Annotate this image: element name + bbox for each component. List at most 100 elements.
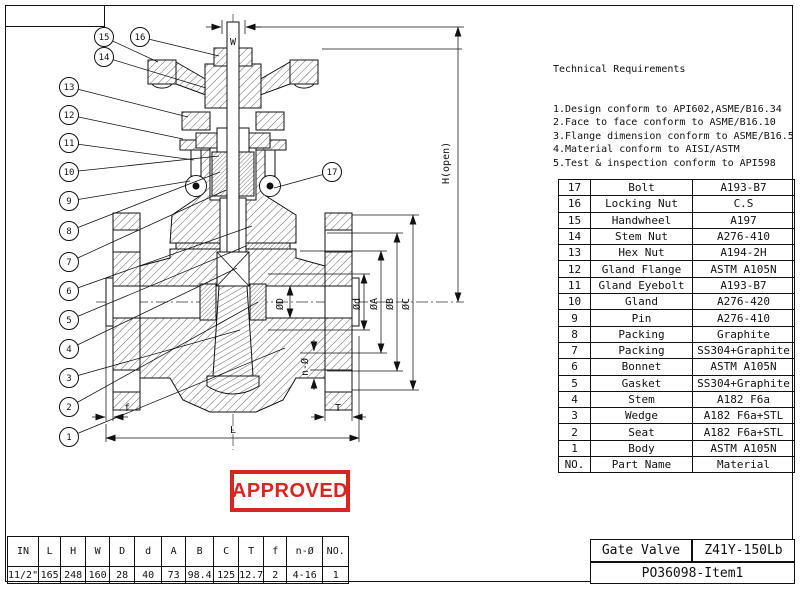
callout-balloon-10 xyxy=(59,162,79,182)
callout-number-1: 1 xyxy=(66,433,71,443)
callout-number-6: 6 xyxy=(66,287,71,297)
callout-leader-4 xyxy=(68,267,238,350)
callout-balloon-8 xyxy=(59,221,79,241)
part-name: Gasket xyxy=(590,374,693,392)
dimensions-header-cell: L xyxy=(38,536,62,567)
dim-label-w: W xyxy=(230,37,237,48)
callout-leader-9 xyxy=(68,180,191,202)
title-block-product: Gate Valve xyxy=(590,539,692,562)
dimensions-value-cell: 160 xyxy=(85,566,111,584)
part-name: Stem xyxy=(590,390,693,409)
dimensions-value-cell: 11/2" xyxy=(6,566,40,584)
callout-number-16: 16 xyxy=(135,33,146,43)
title-block: Gate Valve Z41Y-150Lb PO36098-Item1 xyxy=(590,539,795,584)
part-name: Pin xyxy=(590,309,693,327)
callout-number-4: 4 xyxy=(66,345,71,355)
dimensions-header-cell: T xyxy=(238,536,265,567)
callout-number-8: 8 xyxy=(66,227,71,237)
technical-requirement-item: 5.Test & inspection conform to API598 xyxy=(553,157,776,169)
dimensions-value-cell: 12.7 xyxy=(238,566,265,584)
callout-balloon-2 xyxy=(59,397,79,417)
callout-number-10: 10 xyxy=(64,168,75,178)
dim-label-h-open: H(open) xyxy=(441,142,452,184)
dimensions-header-cell: f xyxy=(263,536,288,567)
part-no: 1 xyxy=(558,439,591,458)
callout-balloon-17 xyxy=(322,162,342,182)
callout-balloon-15 xyxy=(94,27,114,47)
callout-balloon-6 xyxy=(59,281,79,301)
callout-balloon-12 xyxy=(59,105,79,125)
part-material: A182 F6a+STL xyxy=(692,423,795,441)
callout-number-15: 15 xyxy=(99,33,110,43)
dimensions-header-cell: IN xyxy=(6,536,40,567)
callout-balloon-11 xyxy=(59,133,79,153)
part-material: A276-420 xyxy=(692,293,795,311)
part-no: 17 xyxy=(558,178,591,197)
dimensions-value-cell: 1 xyxy=(322,566,350,584)
dimension-lines xyxy=(92,20,464,442)
dimensions-header-cell: W xyxy=(85,536,111,567)
dim-label-dia-d-bore: ØD xyxy=(274,298,286,310)
part-material: A194-2H xyxy=(692,244,795,262)
callout-number-5: 5 xyxy=(66,316,71,326)
callout-number-2: 2 xyxy=(66,403,71,413)
valve-body xyxy=(105,212,360,413)
dimensions-value-cell: 165 xyxy=(38,566,62,584)
part-name: Gland xyxy=(590,293,693,311)
part-no: 12 xyxy=(558,260,591,278)
callout-number-14: 14 xyxy=(99,53,110,63)
part-name: Gland Flange xyxy=(590,260,693,278)
part-name: Stem Nut xyxy=(590,227,693,246)
callout-leader-13 xyxy=(68,86,189,118)
title-block-drawing-number: PO36098-Item1 xyxy=(590,562,795,584)
part-material: ASTM A105N xyxy=(692,439,795,458)
technical-requirement-item: 4.Material conform to AISI/ASTM xyxy=(553,144,740,156)
part-name: Seat xyxy=(590,423,693,441)
callout-number-3: 3 xyxy=(66,374,71,384)
part-material: SS304+Graphite xyxy=(692,374,795,392)
technical-requirement-item: 3.Flange dimension conform to ASME/B16.5 xyxy=(553,130,794,142)
part-no: 5 xyxy=(558,374,591,392)
callout-balloon-5 xyxy=(59,310,79,330)
technical-requirements-title: Technical Requirements xyxy=(553,63,686,75)
hex-nut xyxy=(255,111,285,131)
dimensions-header-cell: A xyxy=(161,536,187,567)
callout-leader-14 xyxy=(103,56,207,89)
callout-number-7: 7 xyxy=(66,258,71,268)
callout-leader-10 xyxy=(68,155,220,173)
part-name: Bolt xyxy=(590,178,693,197)
technical-requirements: Technical Requirements 1.Design conform … xyxy=(553,36,794,197)
part-name: Locking Nut xyxy=(590,195,693,213)
parts-header-no: NO. xyxy=(558,456,591,474)
part-material: C.S xyxy=(692,195,795,213)
technical-requirement-item: 1.Design conform to API602,ASME/B16.34 xyxy=(553,104,782,116)
gland-eyebolt xyxy=(190,149,202,177)
part-name: Packing xyxy=(590,341,693,360)
dimensions-value-cell: 28 xyxy=(109,566,136,584)
part-no: 4 xyxy=(558,390,591,409)
dim-label-dia-c: ØC xyxy=(400,298,412,310)
dimensions-value-cell: 73 xyxy=(161,566,187,584)
callout-balloon-13 xyxy=(59,77,79,97)
dim-label-n-holes: n-Ø xyxy=(299,358,311,376)
approved-stamp: APPROVED xyxy=(230,470,350,512)
wedge xyxy=(206,251,260,395)
gland-eyebolt xyxy=(264,149,276,177)
